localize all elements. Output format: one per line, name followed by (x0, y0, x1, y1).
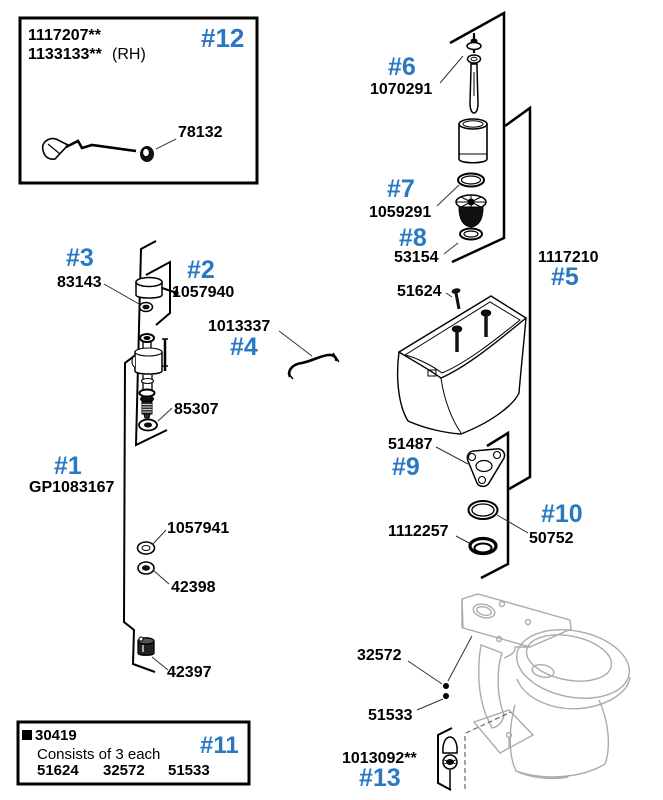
flush-valve-drawing (455, 33, 488, 241)
bracket-tank-assembly (504, 105, 532, 491)
ref-10: #10 (541, 500, 583, 528)
box12-ref: #12 (201, 23, 244, 53)
box11-border (16, 720, 251, 786)
flapper-icon (455, 194, 487, 228)
number-gp1083167: GP1083167 (29, 479, 115, 496)
bracket-float-cap (145, 260, 171, 326)
refill-tube-drawing (278, 330, 340, 380)
number-1070291: 1070291 (370, 81, 432, 98)
bolt-leader (445, 292, 453, 298)
gasket-85307-icon (138, 418, 158, 432)
lever-nut-number: 78132 (178, 124, 223, 141)
ref-2: #2 (187, 256, 215, 284)
box12-number-1: 1117207** (28, 27, 102, 44)
flush-valve-leaders (436, 55, 464, 255)
group-brackets (122, 10, 532, 791)
kit-marker-icon (22, 730, 32, 740)
bracket-kit-gp1083167 (122, 352, 156, 673)
bracket-flush-valve (449, 10, 506, 264)
washer-42398-icon (137, 561, 155, 575)
gasket-51487-icon (466, 448, 506, 488)
number-50752: 50752 (529, 530, 574, 547)
kit-note: Consists of 3 each (37, 746, 160, 763)
kit-item-3: 51533 (168, 762, 210, 779)
tank-bolt-icon (451, 288, 461, 310)
number-1013337: 1013337 (208, 318, 270, 335)
alignment-dashes (464, 711, 512, 789)
number-53154: 53154 (394, 249, 439, 266)
ref-7: #7 (387, 175, 415, 203)
number-51487: 51487 (388, 436, 433, 453)
bolt-cap-1013092-icon (442, 736, 458, 789)
ref-5: #5 (551, 263, 579, 291)
ref-4: #4 (230, 333, 258, 361)
kit-item-2: 32572 (103, 762, 145, 779)
kit-item-1: 51624 (37, 762, 79, 779)
tank-bolts-icon (451, 309, 492, 352)
number-42398: 42398 (171, 579, 216, 596)
outlet-leaders (435, 446, 529, 544)
ref-6: #6 (388, 53, 416, 81)
box12-suffix: (RH) (112, 46, 146, 63)
cap-42397-icon (137, 636, 155, 656)
oring-50752-icon (467, 500, 499, 520)
kit-contents-box: 30419 #11 Consists of 3 each 51624 32572… (16, 720, 251, 786)
number-51624: 51624 (397, 283, 442, 300)
box11-ref: #11 (200, 732, 239, 759)
kit-number: 30419 (35, 727, 77, 744)
nut-51533-icon (443, 693, 449, 699)
trip-lever-drawing (41, 137, 177, 162)
fill-valve-leaders (103, 283, 173, 671)
number-83143: 83143 (57, 274, 102, 291)
number-1112257: 1112257 (388, 523, 449, 540)
bolt-32572-icon (443, 683, 449, 689)
toilet-bowl-drawing (461, 593, 631, 780)
ref-1: #1 (54, 452, 82, 480)
washer-1057941-icon (136, 541, 156, 555)
trip-lever-box: 1117207** 1133133** (RH) #12 78132 (18, 16, 259, 185)
bracket-bolt-caps (437, 727, 453, 791)
box12-number-2: 1133133** (28, 46, 103, 63)
tank-drawing (396, 295, 528, 435)
seal-1112257-icon (468, 536, 498, 556)
number-1057941: 1057941 (167, 520, 229, 537)
ref-13: #13 (359, 764, 401, 792)
number-1057940: 1057940 (172, 284, 234, 301)
ref-9: #9 (392, 453, 420, 481)
fill-valve-drawing (131, 276, 179, 656)
bowl-hardware (407, 635, 512, 789)
number-1117210: 1117210 (538, 249, 599, 266)
number-32572: 32572 (357, 647, 402, 664)
box12-border (18, 16, 259, 185)
number-85307: 85307 (174, 401, 219, 418)
number-1059291: 1059291 (369, 204, 431, 221)
bracket-fill-valve (134, 240, 168, 447)
number-51533: 51533 (368, 707, 413, 724)
number-42397: 42397 (167, 664, 212, 681)
bracket-outlet-group (480, 430, 510, 580)
outlet-drawing (466, 448, 506, 556)
fill-valve-body-icon (131, 333, 168, 419)
float-cap-1057940-icon (135, 276, 179, 299)
ref-3: #3 (66, 244, 94, 272)
nut-83143-icon (138, 301, 154, 313)
number-1013092: 1013092** (342, 750, 418, 767)
ref-8: #8 (399, 224, 427, 252)
